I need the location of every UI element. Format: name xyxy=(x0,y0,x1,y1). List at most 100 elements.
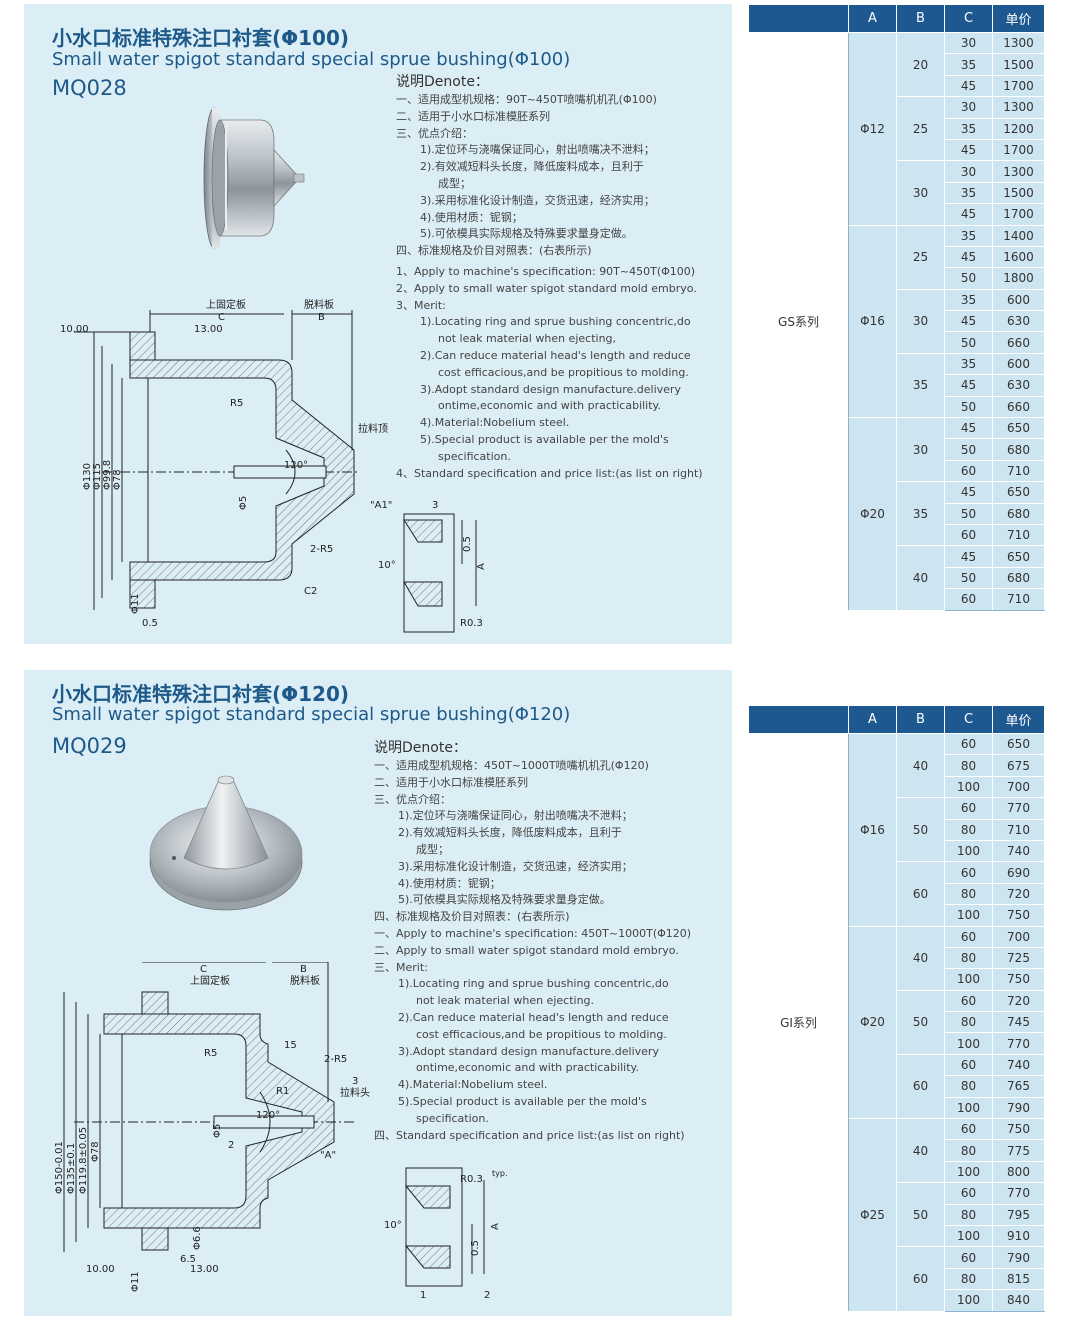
dim-angle: 120° xyxy=(256,1110,280,1121)
label-b: 脱料板 xyxy=(304,298,334,311)
cell-price: 650 xyxy=(992,417,1045,440)
denote-line: 四、Standard specification and price list:… xyxy=(374,1128,685,1142)
cell-price: 740 xyxy=(992,1053,1045,1077)
cell-price: 675 xyxy=(992,754,1045,777)
denote-line: specification. xyxy=(438,449,511,463)
cell-price: 720 xyxy=(992,989,1045,1013)
cell-b: 40 xyxy=(896,545,945,611)
dim-phi1198: Φ119.8±0.05 xyxy=(78,1127,89,1194)
header-price: 单价 xyxy=(992,705,1045,734)
cell-price: 790 xyxy=(992,1246,1045,1269)
denote-cn-list: 一、适用成型机规格：90T~450T喷嘴机机孔(Φ100)二、适用于小水口标准模… xyxy=(396,92,703,260)
cell-b: 30 xyxy=(896,417,945,483)
denote-line: 3).Adopt standard design manufacture.del… xyxy=(420,382,681,396)
detail-10: 10° xyxy=(384,1220,402,1231)
cell-price: 750 xyxy=(992,1118,1045,1141)
cell-c: 60 xyxy=(944,989,993,1013)
denote-line: 2).有效减短料头长度，降低废料成本，且利于 xyxy=(420,160,644,174)
series-label: GI系列 xyxy=(748,733,849,1312)
cell-c: 30 xyxy=(944,31,993,55)
cell-price: 765 xyxy=(992,1075,1045,1098)
cell-c: 60 xyxy=(944,1246,993,1269)
dim-phi78: Φ78 xyxy=(90,1141,101,1162)
cell-c: 80 xyxy=(944,1267,993,1291)
product-panel-mq028: 小水口标准特殊注口衬套(Φ100) Small water spigot sta… xyxy=(24,4,732,644)
dim-phi66: Φ6.6 xyxy=(192,1226,203,1250)
dim-phi78: Φ78 xyxy=(112,469,123,490)
cell-price: 1500 xyxy=(992,181,1045,205)
cell-c: 45 xyxy=(944,138,993,162)
dim-15: 15 xyxy=(284,1040,297,1051)
denote-line: 二、Apply to small water spigot standard m… xyxy=(374,943,679,957)
cell-price: 680 xyxy=(992,502,1045,525)
denote-line: 1).定位环与浇嘴保证同心，射出喷嘴决不泄料； xyxy=(420,143,655,157)
cell-c: 35 xyxy=(944,181,993,205)
detail-05: 0.5 xyxy=(470,1240,481,1256)
cell-c: 100 xyxy=(944,1289,993,1312)
dim-r5: R5 xyxy=(204,1048,217,1059)
product-panel-mq029: 小水口标准特殊注口衬套(Φ120) Small water spigot sta… xyxy=(24,670,732,1316)
cell-a: Φ25 xyxy=(848,1118,897,1312)
cell-c: 50 xyxy=(944,267,993,290)
denote-title: 说明Denote： xyxy=(374,740,467,756)
cell-price: 710 xyxy=(992,459,1045,483)
denote-en-list: 1、Apply to machine's specification: 90T~… xyxy=(396,264,703,482)
detail-typ: typ. xyxy=(492,1169,508,1178)
cell-price: 1300 xyxy=(992,31,1045,55)
cell-price: 710 xyxy=(992,523,1045,547)
cell-b: 25 xyxy=(896,224,945,290)
cell-b: 20 xyxy=(896,31,945,98)
cell-c: 80 xyxy=(944,946,993,970)
detail-a: A xyxy=(476,563,486,570)
cell-c: 80 xyxy=(944,1011,993,1034)
denote-line: 三、Merit: xyxy=(374,960,428,974)
technical-drawing: C 上固定板 B 脱料板 R5 15 2-R5 R1 3 拉料头 120° "A… xyxy=(54,962,370,1292)
detail-10: 10° xyxy=(378,560,396,571)
cell-price: 770 xyxy=(992,1182,1045,1205)
denote-line: 5).可依模具实际规格及特殊要求量身定做。 xyxy=(398,893,611,907)
cell-b: 40 xyxy=(896,1118,945,1184)
dim-c: C xyxy=(200,964,207,975)
dim-phi115: Φ115 xyxy=(92,463,103,490)
label-c: 上固定板 xyxy=(190,974,230,987)
cell-c: 45 xyxy=(944,245,993,269)
header-series xyxy=(748,4,849,33)
cell-price: 770 xyxy=(992,1032,1045,1055)
cell-c: 35 xyxy=(944,117,993,140)
cell-a: Φ20 xyxy=(848,925,897,1120)
product-title-en: Small water spigot standard special spru… xyxy=(52,49,571,70)
denote-line: not leak material when ejecting. xyxy=(416,994,595,1008)
denote-line: 4).使用材质：铌钢； xyxy=(420,210,523,224)
cell-price: 600 xyxy=(992,352,1045,376)
dim-10: 10.00 xyxy=(60,324,89,335)
denote-line: 一、适用成型机规格：450T~1000T喷嘴机机孔(Φ120) xyxy=(374,759,649,772)
cell-c: 45 xyxy=(944,481,993,504)
denote-line: 4).Material:Nobelium steel. xyxy=(398,1078,548,1092)
detail-r: R0.3 xyxy=(460,1174,483,1185)
cell-price: 630 xyxy=(992,310,1045,333)
cell-c: 45 xyxy=(944,545,993,568)
denote-line: 2).Can reduce material head's length and… xyxy=(398,1010,669,1024)
cell-a: Φ20 xyxy=(848,417,897,611)
cell-c: 45 xyxy=(944,74,993,98)
cell-b: 50 xyxy=(896,1182,945,1248)
cell-price: 700 xyxy=(992,775,1045,799)
cell-price: 690 xyxy=(992,861,1045,884)
cell-price: 815 xyxy=(992,1267,1045,1291)
